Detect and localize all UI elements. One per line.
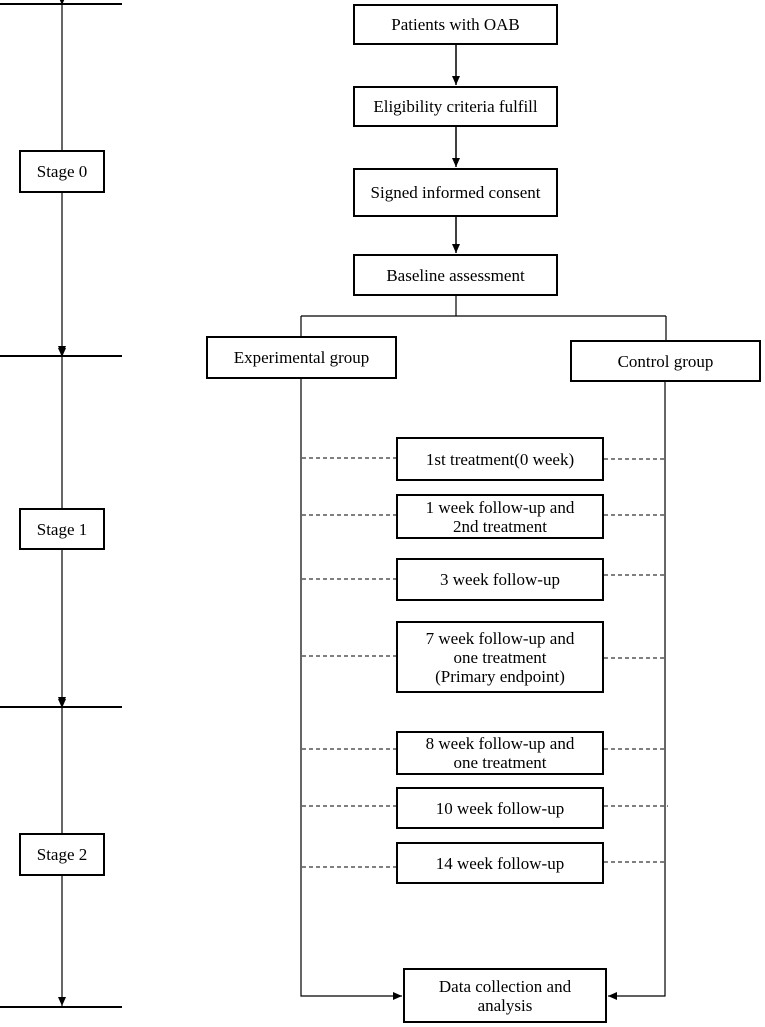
stage-0-label: Stage 0: [19, 150, 105, 193]
visit-box-6: 10 week follow-up: [396, 787, 604, 829]
control-line-to-final: [608, 381, 666, 1000]
control-group-box: Control group: [570, 340, 761, 382]
data-collection-box: Data collection and analysis: [403, 968, 607, 1023]
visit-box-4: 7 week follow-up and one treatment (Prim…: [396, 621, 604, 693]
visit-box-2: 1 week follow-up and 2nd treatment: [396, 494, 604, 539]
stage-2-label: Stage 2: [19, 833, 105, 876]
visit-box-1: 1st treatment(0 week): [396, 437, 604, 481]
experimental-group-box: Experimental group: [206, 336, 397, 379]
visit-connectors: [302, 457, 668, 868]
visit-box-5: 8 week follow-up and one treatment: [396, 731, 604, 775]
baseline-box: Baseline assessment: [353, 254, 558, 296]
eligibility-box: Eligibility criteria fulfill: [353, 86, 558, 127]
experimental-line-to-final: [300, 378, 402, 1000]
visit-box-7: 14 week follow-up: [396, 842, 604, 884]
consent-box: Signed informed consent: [353, 168, 558, 217]
patients-box: Patients with OAB: [353, 4, 558, 45]
visit-box-3: 3 week follow-up: [396, 558, 604, 601]
stage-1-label: Stage 1: [19, 508, 105, 550]
